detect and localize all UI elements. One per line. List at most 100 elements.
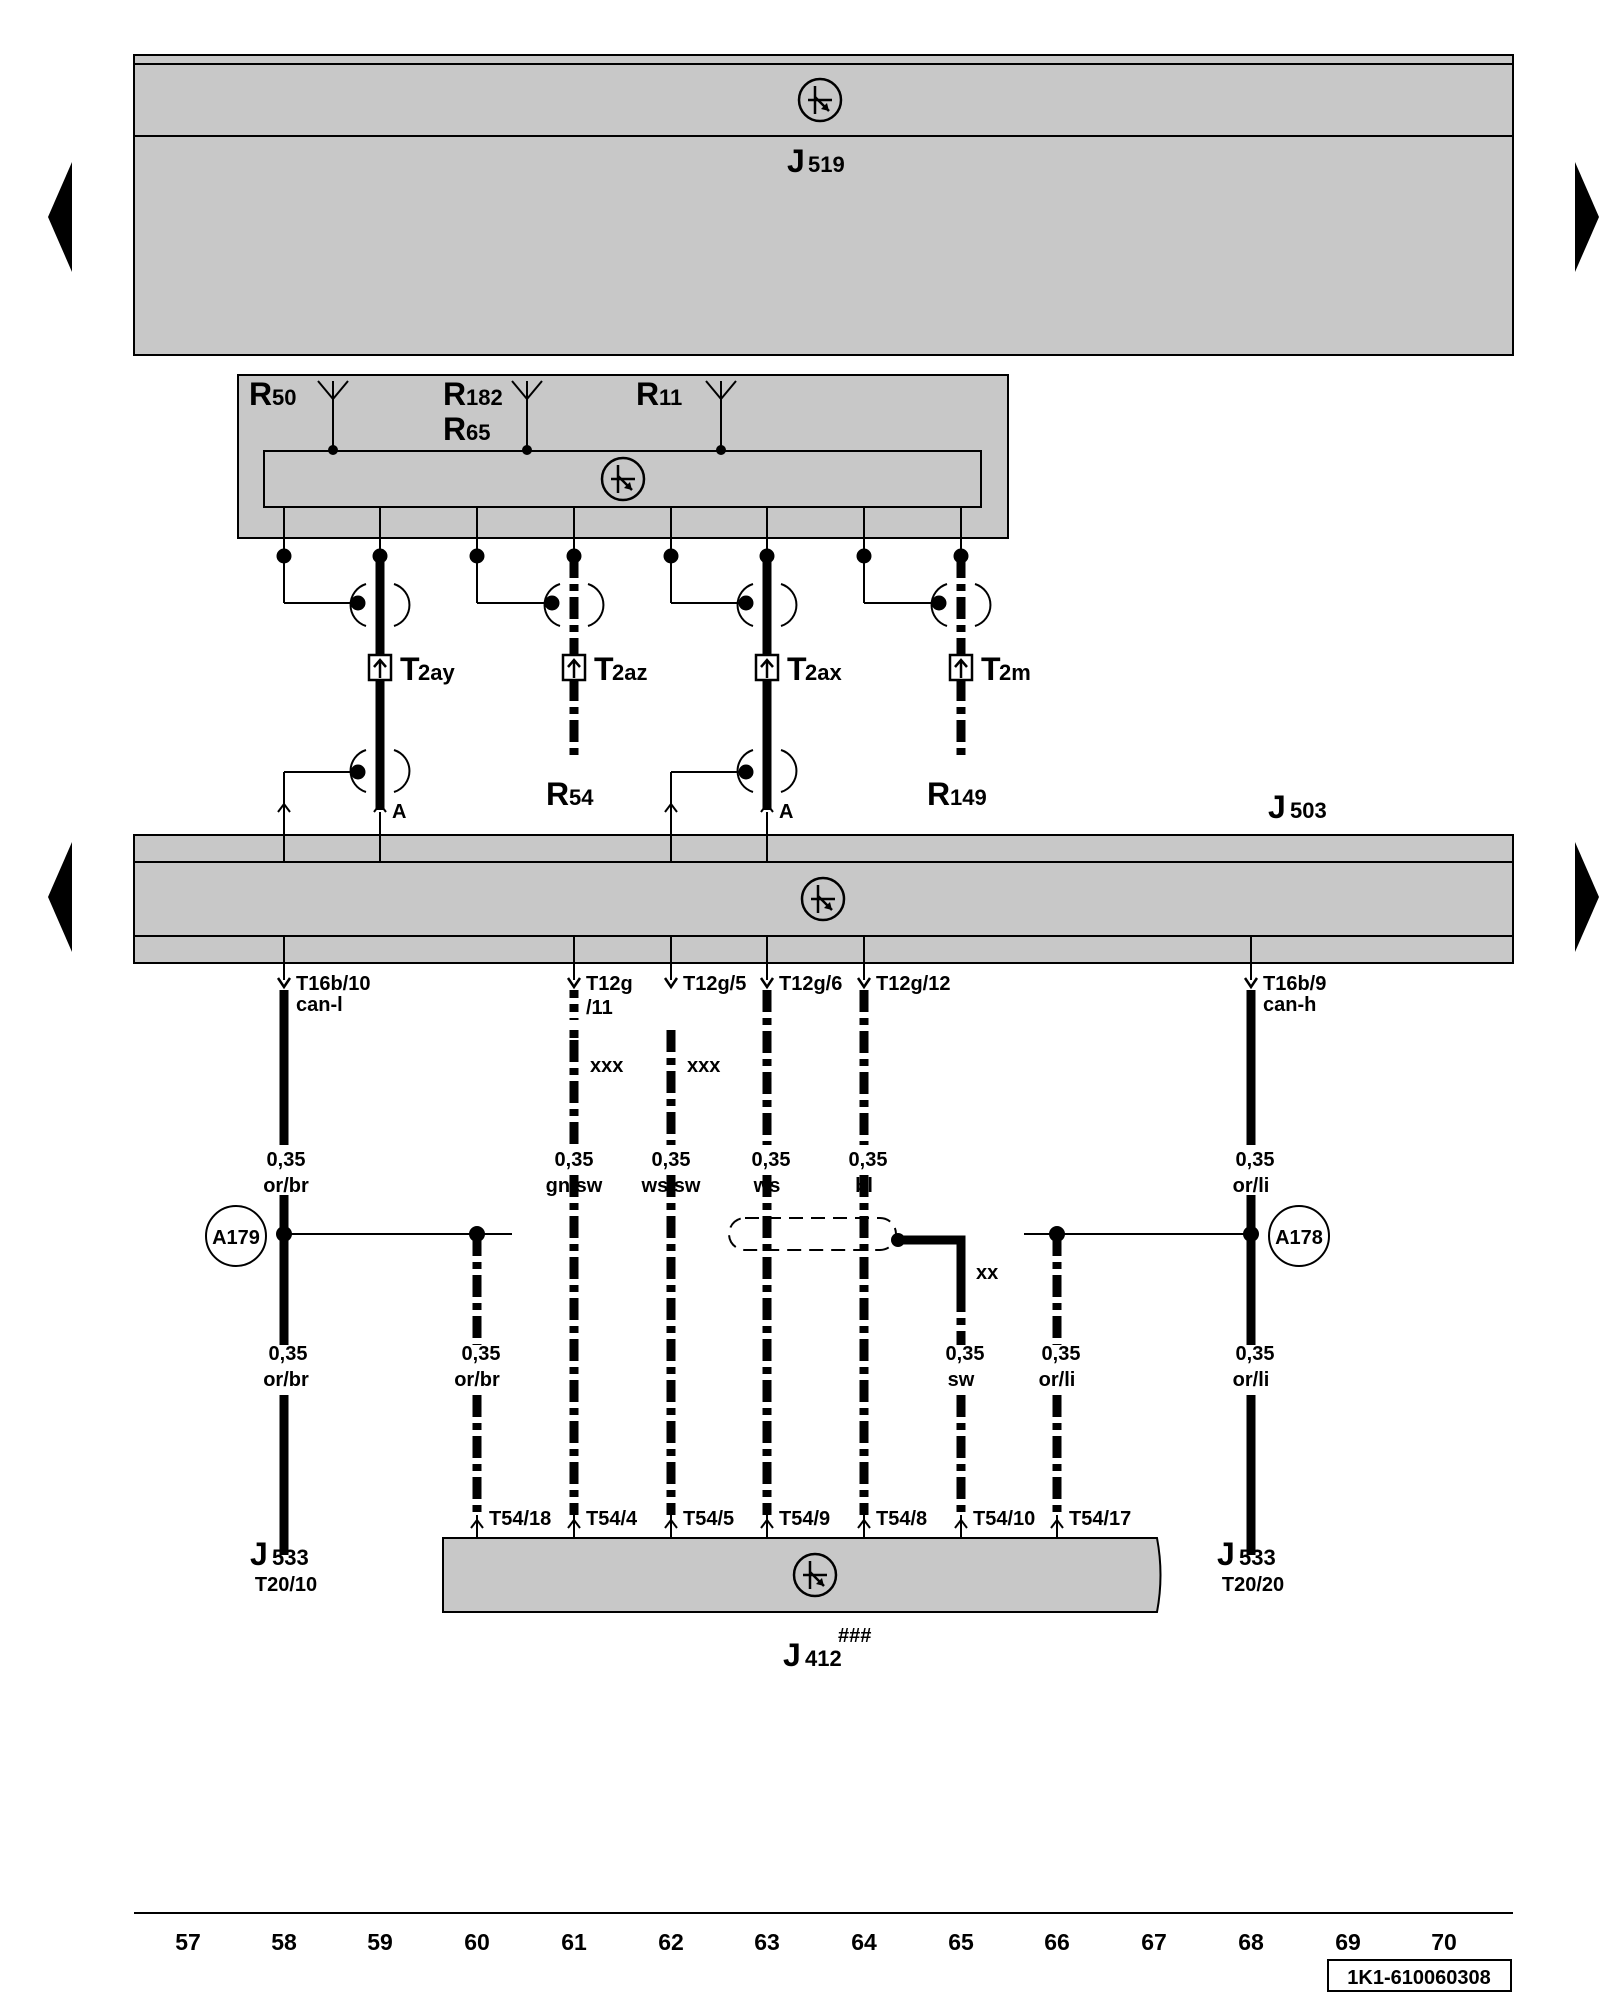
wire-color: or/br bbox=[454, 1369, 500, 1391]
wire-color: or/li bbox=[1233, 1369, 1270, 1391]
pin-t54-17: T54/17 bbox=[1069, 1508, 1131, 1530]
wire-size: 0,35 bbox=[555, 1149, 594, 1171]
connector-icon bbox=[367, 653, 393, 682]
wire-size: 0,35 bbox=[1236, 1343, 1275, 1365]
splice-a179-label: A179 bbox=[212, 1227, 260, 1249]
connector-t2ay: T 2ay bbox=[367, 651, 455, 687]
pin-can-l: can-l bbox=[296, 994, 343, 1016]
xxx-mark: xxx bbox=[687, 1055, 720, 1077]
wire-color: gn/sw bbox=[546, 1175, 603, 1197]
track-number: 65 bbox=[948, 1929, 974, 1955]
connector-icon bbox=[948, 653, 974, 682]
wire-color: ws/sw bbox=[641, 1175, 701, 1197]
splice-a179: A179 bbox=[205, 1205, 267, 1267]
connector-t2m: T 2m bbox=[948, 651, 1031, 687]
wire-color: sw bbox=[948, 1369, 975, 1391]
next-page-arrow-icon[interactable] bbox=[1575, 842, 1599, 952]
pin-t54-18: T54/18 bbox=[489, 1508, 551, 1530]
xxx-mark: xxx bbox=[590, 1055, 623, 1077]
wire-size: 0,35 bbox=[1236, 1149, 1275, 1171]
pin-t12g-12: T12g/12 bbox=[876, 973, 950, 995]
t2ay-letter: T bbox=[400, 651, 420, 687]
track-number: 64 bbox=[851, 1929, 877, 1955]
wire-size: 0,35 bbox=[849, 1149, 888, 1171]
t2ax-number: 2ax bbox=[805, 660, 842, 685]
t2az-number: 2az bbox=[612, 660, 647, 685]
track-number: 57 bbox=[175, 1929, 201, 1955]
next-page-arrow-icon[interactable] bbox=[1575, 162, 1599, 272]
track-numbers: 57 58 59 60 61 62 63 64 65 66 67 68 69 7… bbox=[175, 1929, 1457, 1955]
j412-module: J 412 ### bbox=[442, 1537, 1162, 1673]
track-number: 62 bbox=[658, 1929, 684, 1955]
j533-left-number: 533 bbox=[272, 1545, 309, 1570]
track-number: 60 bbox=[464, 1929, 490, 1955]
pin-t54-5: T54/5 bbox=[683, 1508, 734, 1530]
splice-a178-label: A178 bbox=[1275, 1227, 1323, 1249]
wire-labels-upper: 0,35 or/br 0,35 gn/sw 0,35 ws/sw 0,35 ws… bbox=[263, 1149, 1274, 1197]
wire-size: 0,35 bbox=[652, 1149, 691, 1171]
j533-left-pin: T20/10 bbox=[255, 1574, 317, 1596]
j503-module bbox=[133, 812, 1514, 980]
r11-number: 11 bbox=[659, 385, 682, 410]
wire-size: 0,35 bbox=[462, 1343, 501, 1365]
wire-size: 0,35 bbox=[269, 1343, 308, 1365]
splice-a178: A178 bbox=[1268, 1205, 1330, 1267]
j533-right-letter: J bbox=[1217, 1536, 1235, 1572]
r149-letter: R bbox=[927, 776, 950, 812]
prev-page-arrow-icon[interactable] bbox=[48, 162, 72, 272]
connector-t2ax: T 2ax bbox=[754, 651, 842, 687]
wire-size: 0,35 bbox=[267, 1149, 306, 1171]
r11-letter: R bbox=[636, 376, 659, 412]
wire-color: or/br bbox=[263, 1369, 309, 1391]
track-number: 58 bbox=[271, 1929, 297, 1955]
prev-page-arrow-icon[interactable] bbox=[48, 842, 72, 952]
track-number: 70 bbox=[1431, 1929, 1457, 1955]
wire-color: or/li bbox=[1039, 1369, 1076, 1391]
j412-pin-arrows bbox=[470, 1515, 1064, 1538]
track-number: 63 bbox=[754, 1929, 780, 1955]
connector-icon bbox=[561, 653, 587, 682]
j519-module: J 519 bbox=[133, 54, 1514, 356]
r65-number: 65 bbox=[466, 420, 490, 445]
wire-labels-lower: 0,35 or/br 0,35 or/br 0,35 sw 0,35 or/li… bbox=[263, 1343, 1274, 1391]
wire-size: 0,35 bbox=[946, 1343, 985, 1365]
r65-letter: R bbox=[443, 411, 466, 447]
coax-connections bbox=[276, 507, 992, 813]
j412-number: 412 bbox=[805, 1646, 842, 1671]
track-number: 59 bbox=[367, 1929, 393, 1955]
j533-right-pin: T20/20 bbox=[1222, 1574, 1284, 1596]
j503-number: 503 bbox=[1290, 798, 1327, 823]
wire-size: 0,35 bbox=[752, 1149, 791, 1171]
j412-letter: J bbox=[783, 1637, 801, 1673]
j533-right-number: 533 bbox=[1239, 1545, 1276, 1570]
r50-letter: R bbox=[249, 376, 272, 412]
j412-pin-labels: T54/18 T54/4 T54/5 T54/9 T54/8 T54/10 T5… bbox=[489, 1508, 1131, 1530]
connector-icon bbox=[754, 653, 780, 682]
j533-left-letter: J bbox=[250, 1536, 268, 1572]
pin-t12g-11-suffix: /11 bbox=[586, 997, 613, 1019]
pin-t54-8: T54/8 bbox=[876, 1508, 927, 1530]
wire-color: or/li bbox=[1233, 1175, 1270, 1197]
pin-t12g-11: T12g bbox=[586, 973, 633, 995]
connector-t2az: T 2az bbox=[561, 651, 647, 687]
j519-number: 519 bbox=[808, 152, 845, 177]
wires bbox=[279, 990, 1256, 1555]
j412-mark: ### bbox=[838, 1625, 871, 1647]
wire-color: or/br bbox=[263, 1175, 309, 1197]
track-number: 66 bbox=[1044, 1929, 1070, 1955]
r50-number: 50 bbox=[272, 385, 296, 410]
t2ay-number: 2ay bbox=[418, 660, 455, 685]
wire-color: ws bbox=[753, 1175, 781, 1197]
t2az-letter: T bbox=[594, 651, 614, 687]
xx-mark: xx bbox=[976, 1262, 998, 1284]
pin-t12g-5: T12g/5 bbox=[683, 973, 746, 995]
j503-letter: J bbox=[1268, 789, 1286, 825]
r54-letter: R bbox=[546, 776, 569, 812]
document-id-label: 1K1-610060308 bbox=[1347, 1967, 1490, 1989]
r182-letter: R bbox=[443, 376, 466, 412]
t2m-letter: T bbox=[981, 651, 1001, 687]
pin-can-h: can-h bbox=[1263, 994, 1316, 1016]
t2m-number: 2m bbox=[999, 660, 1031, 685]
track-number: 68 bbox=[1238, 1929, 1264, 1955]
pin-t16b-10: T16b/10 bbox=[296, 973, 370, 995]
